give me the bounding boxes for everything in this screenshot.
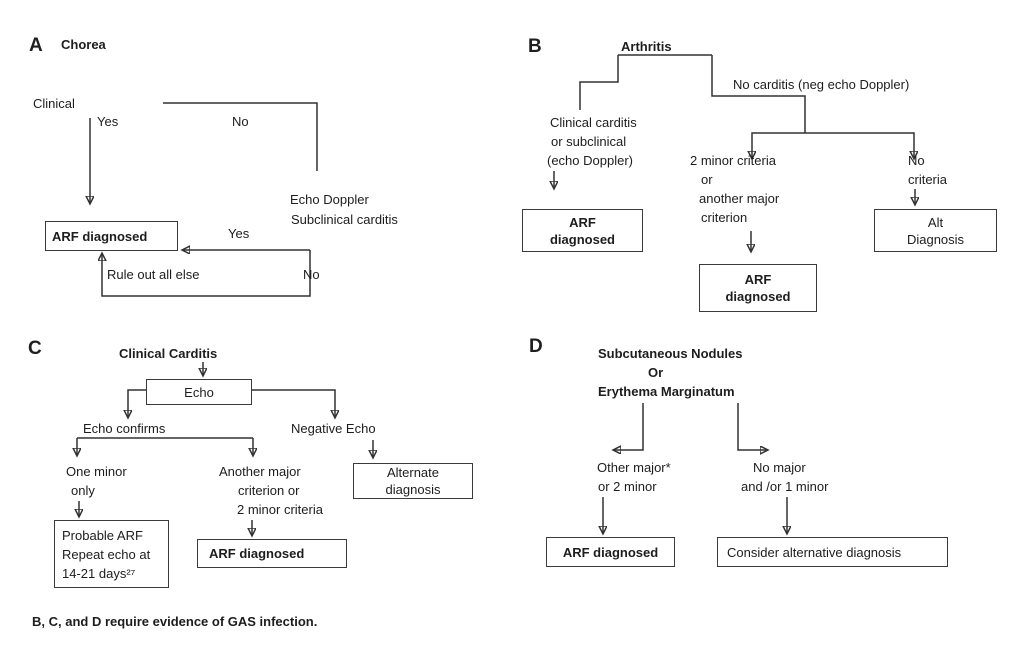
- d-consider-alternative-text: Consider alternative diagnosis: [727, 544, 902, 560]
- panel-d-title-line3: Erythema Marginatum: [598, 384, 735, 399]
- panel-b-letter: B: [528, 36, 542, 57]
- b-right-stair-line: [711, 55, 806, 133]
- c-another-major-line1: Another major: [219, 464, 301, 479]
- c-another-major-line2: criterion or: [238, 483, 300, 498]
- b-clinical-carditis-line1: Clinical carditis: [550, 115, 637, 130]
- d-arf-diagnosed-box: ARF diagnosed: [546, 537, 675, 567]
- c-negative-echo-label: Negative Echo: [291, 421, 376, 436]
- d-consider-alternative-box: Consider alternative diagnosis: [717, 537, 948, 567]
- c-echo-right-arrow: [252, 389, 335, 417]
- d-other-major-line1: Other major*: [597, 460, 671, 475]
- d-no-major-line2: and /or 1 minor: [741, 479, 829, 494]
- c-probable-arf-box: Probable ARF Repeat echo at 14-21 days²⁷: [54, 520, 169, 588]
- c-echo-box: Echo: [146, 379, 252, 405]
- panel-a-letter: A: [29, 35, 43, 56]
- b-no-criteria-line1: No: [908, 153, 925, 168]
- a-echo-doppler-line2: Subclinical carditis: [291, 212, 398, 227]
- c-alternate-diagnosis-box: Alternate diagnosis: [353, 463, 473, 499]
- c-one-minor-line1: One minor: [66, 464, 127, 479]
- c-alternate-line2: diagnosis: [385, 482, 441, 497]
- c-echo-text: Echo: [184, 384, 214, 400]
- b-left-stair-line: [579, 55, 619, 110]
- c-echo-left-arrow: [128, 389, 146, 417]
- a-yes-label: Yes: [97, 114, 119, 129]
- c-probable-line2: Repeat echo at: [62, 546, 151, 562]
- panel-c-letter: C: [28, 338, 42, 359]
- b-arf-diagnosed-box-2: ARF diagnosed: [699, 264, 817, 312]
- panel-a-title: Chorea: [61, 37, 106, 52]
- d-right-elbow-arrow: [737, 403, 767, 450]
- footer-note: B, C, and D require evidence of GAS infe…: [32, 614, 318, 629]
- b-no-carditis-label: No carditis (neg echo Doppler): [733, 77, 910, 92]
- a-arf-diagnosed-box: ARF diagnosed: [45, 221, 178, 251]
- a-clinical-label: Clinical: [33, 96, 75, 111]
- c-echo-confirms-label: Echo confirms: [83, 421, 166, 436]
- panel-d-title-line1: Subcutaneous Nodules: [598, 346, 743, 361]
- b-alt-diagnosis-box: Alt Diagnosis: [874, 209, 997, 252]
- b-mid-criteria-line4: criterion: [701, 210, 748, 225]
- a-no-label: No: [232, 114, 249, 129]
- a-yes2-label: Yes: [228, 226, 250, 241]
- b-no-criteria-line2: criteria: [908, 172, 948, 187]
- b-mid-criteria-line1: 2 minor criteria: [690, 153, 776, 168]
- b-arf2-line2: diagnosed: [725, 289, 791, 304]
- d-left-elbow-arrow: [614, 403, 644, 450]
- d-other-major-line2: or 2 minor: [598, 479, 657, 494]
- c-another-major-line3: 2 minor criteria: [237, 502, 323, 517]
- b-clinical-carditis-line3: (echo Doppler): [547, 153, 633, 168]
- b-mid-criteria-line2: or: [701, 172, 713, 187]
- a-no2-label: No: [303, 267, 320, 282]
- c-alternate-line1: Alternate: [386, 465, 440, 480]
- b-alt-line1: Alt: [927, 214, 944, 230]
- d-no-major-line1: No major: [753, 460, 806, 475]
- b-mid-criteria-line3: another major: [699, 191, 780, 206]
- b-arf1-line2: diagnosed: [549, 231, 615, 247]
- panel-c-title: Clinical Carditis: [119, 346, 218, 361]
- a-rule-out-label: Rule out all else: [107, 267, 200, 282]
- c-arf-diagnosed-box: ARF diagnosed: [197, 539, 347, 568]
- b-alt-line2: Diagnosis: [906, 231, 965, 247]
- a-arf-diagnosed-text: ARF diagnosed: [52, 228, 148, 244]
- panel-d-letter: D: [529, 336, 543, 357]
- a-echo-doppler-line1: Echo Doppler: [290, 192, 369, 207]
- b-branch-right-arrow: [805, 132, 914, 158]
- b-arf-diagnosed-box-1: ARF diagnosed: [522, 209, 643, 252]
- a-rule-out-loop-arrow: [102, 250, 311, 297]
- b-arf1-line1: ARF: [569, 214, 596, 230]
- panel-d-title-line2: Or: [648, 365, 664, 380]
- c-probable-line3: 14-21 days²⁷: [62, 565, 136, 581]
- c-arf-diagnosed-text: ARF diagnosed: [209, 546, 305, 561]
- b-clinical-carditis-line2: or subclinical: [551, 134, 627, 149]
- panel-b-title: Arthritis: [621, 39, 672, 54]
- d-arf-diagnosed-text: ARF diagnosed: [562, 544, 659, 560]
- a-no-elbow-line: [163, 102, 318, 171]
- c-probable-line1: Probable ARF: [62, 527, 143, 543]
- b-arf2-line1: ARF: [744, 272, 772, 287]
- c-one-minor-line2: only: [71, 483, 95, 498]
- b-branch-left-arrow: [752, 132, 805, 158]
